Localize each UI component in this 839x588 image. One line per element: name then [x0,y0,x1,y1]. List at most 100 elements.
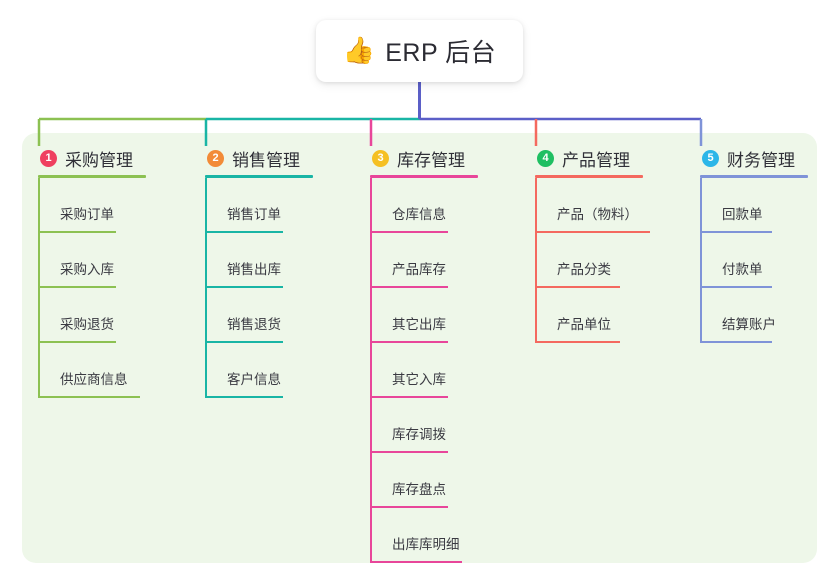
root-title: ERP 后台 [385,39,497,67]
branch-header-3[interactable]: 3 库存管理 [370,146,478,170]
leaf-item-rule [205,286,283,288]
branch-header-2[interactable]: 2 销售管理 [205,146,313,170]
leaf-item-label: 库存盘点 [392,482,446,497]
leaf-item[interactable]: 仓库信息 [370,178,478,233]
leaf-item-rule [535,231,650,233]
branch-title: 采购管理 [65,150,133,170]
leaf-item[interactable]: 付款单 [700,233,808,288]
branch-header-rule [38,175,146,178]
branch-spine [700,178,702,343]
branch-header-4[interactable]: 4 产品管理 [535,146,643,170]
branches-panel [22,133,817,563]
branch-items: 仓库信息产品库存其它出库其它入库库存调拨库存盘点出库库明细 [370,178,478,563]
leaf-item[interactable]: 采购入库 [38,233,146,288]
leaf-item[interactable]: 采购退货 [38,288,146,343]
branch-column-2: 2 销售管理销售订单销售出库销售退货客户信息 [205,146,313,398]
branch-header-rule [205,175,313,178]
leaf-item-label: 仓库信息 [392,207,446,222]
leaf-item-rule [205,341,283,343]
leaf-item[interactable]: 产品（物料） [535,178,650,233]
leaf-item-label: 产品分类 [557,262,611,277]
branch-title: 销售管理 [232,150,300,170]
branch-items: 回款单付款单结算账户 [700,178,808,343]
leaf-item-label: 其它出库 [392,317,446,332]
branch-column-4: 4 产品管理产品（物料） 产品分类产品单位 [535,146,650,343]
leaf-item-rule [370,506,448,508]
leaf-item-rule [38,286,116,288]
branch-items: 采购订单采购入库采购退货供应商信息 [38,178,146,398]
branch-column-1: 1 采购管理采购订单采购入库采购退货供应商信息 [38,146,146,398]
leaf-item[interactable]: 库存盘点 [370,453,478,508]
leaf-item[interactable]: 销售订单 [205,178,313,233]
leaf-item[interactable]: 回款单 [700,178,808,233]
leaf-item[interactable]: 其它出库 [370,288,478,343]
leaf-item-label: 销售订单 [227,207,281,222]
branch-column-3: 3 库存管理仓库信息产品库存其它出库其它入库库存调拨库存盘点出库库明细 [370,146,478,563]
branch-column-5: 5 财务管理回款单付款单结算账户 [700,146,808,343]
leaf-item[interactable]: 客户信息 [205,343,313,398]
leaf-item-rule [38,231,116,233]
branch-spine [535,178,537,343]
branch-number-badge: 4 [537,149,554,167]
leaf-item-rule [700,286,772,288]
leaf-item[interactable]: 库存调拨 [370,398,478,453]
branch-number-badge: 2 [207,149,224,167]
leaf-item-rule [535,286,620,288]
root-node[interactable]: 👍 ERP 后台 [316,20,523,82]
leaf-item-label: 采购入库 [60,262,114,277]
leaf-item-rule [370,451,448,453]
leaf-item-rule [700,231,772,233]
branch-number-badge: 5 [702,149,719,167]
branch-items: 产品（物料） 产品分类产品单位 [535,178,650,343]
branch-spine [38,178,40,398]
leaf-item-label: 采购退货 [60,317,114,332]
leaf-item-label: 其它入库 [392,372,446,387]
branch-spine [370,178,372,563]
leaf-item-label: 产品单位 [557,317,611,332]
leaf-item-label: 产品（物料） [557,207,638,222]
leaf-item-rule [370,396,448,398]
leaf-item-label: 付款单 [722,262,763,277]
leaf-item-label: 库存调拨 [392,427,446,442]
leaf-item-rule [38,396,140,398]
leaf-item-label: 出库库明细 [392,537,460,552]
leaf-item-label: 采购订单 [60,207,114,222]
leaf-item-label: 回款单 [722,207,763,222]
leaf-item-label: 销售退货 [227,317,281,332]
leaf-item-label: 供应商信息 [60,372,128,387]
branch-header-rule [370,175,478,178]
leaf-item-label: 结算账户 [722,317,776,332]
branch-title: 财务管理 [727,150,795,170]
branch-header-1[interactable]: 1 采购管理 [38,146,146,170]
branch-title: 库存管理 [397,150,465,170]
leaf-item[interactable]: 结算账户 [700,288,808,343]
leaf-item[interactable]: 销售出库 [205,233,313,288]
branch-items: 销售订单销售出库销售退货客户信息 [205,178,313,398]
branch-number-badge: 1 [40,149,57,167]
branch-header-rule [700,175,808,178]
leaf-item-label: 销售出库 [227,262,281,277]
thumbs-up-icon: 👍 [342,36,376,66]
branch-spine [205,178,207,398]
leaf-item-rule [700,341,772,343]
leaf-item[interactable]: 供应商信息 [38,343,146,398]
leaf-item-rule [38,341,116,343]
leaf-item[interactable]: 其它入库 [370,343,478,398]
leaf-item-rule [205,231,283,233]
branch-number-badge: 3 [372,149,389,167]
leaf-item-rule [370,561,462,563]
leaf-item-rule [370,341,448,343]
leaf-item[interactable]: 销售退货 [205,288,313,343]
leaf-item[interactable]: 产品单位 [535,288,643,343]
branch-header-5[interactable]: 5 财务管理 [700,146,808,170]
leaf-item-rule [370,231,448,233]
branch-header-rule [535,175,643,178]
leaf-item[interactable]: 产品分类 [535,233,643,288]
branch-title: 产品管理 [562,150,630,170]
leaf-item[interactable]: 出库库明细 [370,508,478,563]
leaf-item[interactable]: 采购订单 [38,178,146,233]
leaf-item[interactable]: 产品库存 [370,233,478,288]
leaf-item-rule [370,286,448,288]
leaf-item-label: 产品库存 [392,262,446,277]
